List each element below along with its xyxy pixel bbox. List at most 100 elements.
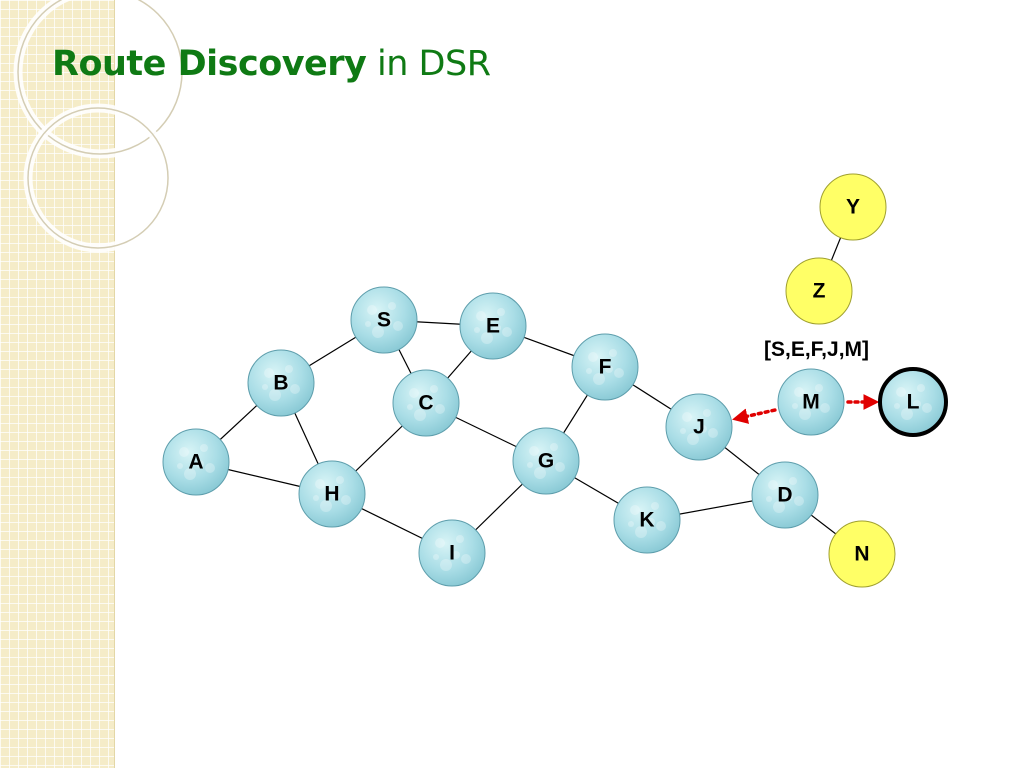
node-B: B [247,349,315,417]
node-L-highlight-ring [878,367,948,437]
node-B-texture-0 [264,368,274,378]
node-G-texture-0 [529,446,539,456]
node-I-texture-0 [435,538,445,548]
node-E-texture-2 [502,327,512,337]
node-Z-label: Z [813,280,826,303]
node-G-label: G [538,450,554,473]
node-F-texture-5 [605,365,613,373]
node-L-texture-4 [894,403,900,409]
node-L-texture-1 [917,384,925,392]
node-E-circle [459,292,527,360]
node-A-texture-2 [205,463,215,473]
node-D-texture-5 [785,493,793,501]
node-B-texture-5 [281,381,289,389]
node-H-texture-3 [320,500,332,512]
node-K-label: K [639,509,654,532]
node-B-label: B [273,372,288,395]
node-C-texture-2 [435,404,445,414]
node-S-texture-2 [393,321,403,331]
node-K-texture-4 [628,521,634,527]
node-A-label: A [188,451,203,474]
node-G-texture-1 [550,443,558,451]
node-F-label: F [599,356,612,379]
node-D-texture-3 [773,501,785,513]
node-G-texture-4 [527,462,533,468]
node-H-label: H [324,483,339,506]
node-B-texture-4 [262,384,268,390]
node-A-texture-5 [196,460,204,468]
node-Z-circle [785,257,853,325]
slide-title-rest: in DSR [366,44,491,84]
route-record-label: [S,E,F,J,M] [764,338,869,361]
node-A-texture-1 [200,444,208,452]
node-G-texture-2 [555,462,565,472]
node-C: C [392,369,460,437]
node-H-texture-0 [315,479,325,489]
node-S-circle [350,286,418,354]
node-M: M [777,368,845,436]
node-Y-label: Y [846,196,860,219]
node-K: K [613,486,681,554]
node-M-label: M [802,391,820,414]
node-M-texture-4 [792,403,798,409]
node-E: E [459,292,527,360]
node-I-texture-2 [461,554,471,564]
node-F-texture-1 [609,349,617,357]
node-A: A [162,428,230,496]
node-F-texture-4 [586,368,592,374]
node-I-texture-1 [456,535,464,543]
node-A-texture-4 [177,463,183,469]
node-H-texture-4 [313,495,319,501]
node-G-texture-3 [534,467,546,479]
node-D-texture-0 [768,480,778,490]
node-E-texture-1 [497,308,505,316]
node-D-texture-1 [789,477,797,485]
node-E-texture-4 [474,327,480,333]
node-C-texture-0 [409,388,419,398]
node-L: L [878,367,948,437]
node-C-texture-4 [407,404,413,410]
node-S-texture-1 [388,302,396,310]
node-N: N [828,520,896,588]
node-B-texture-1 [285,365,293,373]
node-J-texture-0 [682,412,692,422]
node-S-texture-0 [367,305,377,315]
node-Y: Y [819,173,887,241]
node-M-circle [777,368,845,436]
node-M-texture-3 [799,408,811,420]
node-J-texture-4 [680,428,686,434]
node-M-texture-1 [815,384,823,392]
node-F-texture-0 [588,352,598,362]
node-H-texture-1 [336,476,344,484]
node-J-texture-1 [703,409,711,417]
node-I: I [418,519,486,587]
node-J-texture-3 [687,433,699,445]
node-I-texture-5 [452,551,460,559]
node-I-texture-4 [433,554,439,560]
node-M-texture-5 [811,400,819,408]
node-S-texture-3 [372,326,384,338]
side-decoration-band [0,0,115,768]
node-F-texture-3 [593,373,605,385]
node-K-texture-2 [656,521,666,531]
node-J-texture-5 [699,425,707,433]
node-J-texture-2 [708,428,718,438]
arrow-M-to-J [732,408,777,424]
node-E-texture-0 [476,311,486,321]
node-F: F [571,333,639,401]
node-C-label: C [418,392,433,415]
node-L-label: L [907,391,920,414]
node-C-texture-3 [414,409,426,421]
node-G: G [512,427,580,495]
node-G-circle [512,427,580,495]
node-K-texture-5 [647,518,655,526]
node-L-texture-2 [922,403,932,413]
node-L-texture-0 [896,387,906,397]
node-B-circle [247,349,315,417]
node-H-texture-5 [332,492,340,500]
node-S-texture-4 [365,321,371,327]
node-M-texture-0 [794,387,804,397]
node-B-texture-2 [290,384,300,394]
slide-title-bold: Route Discovery [52,44,367,84]
node-H-circle [298,460,366,528]
